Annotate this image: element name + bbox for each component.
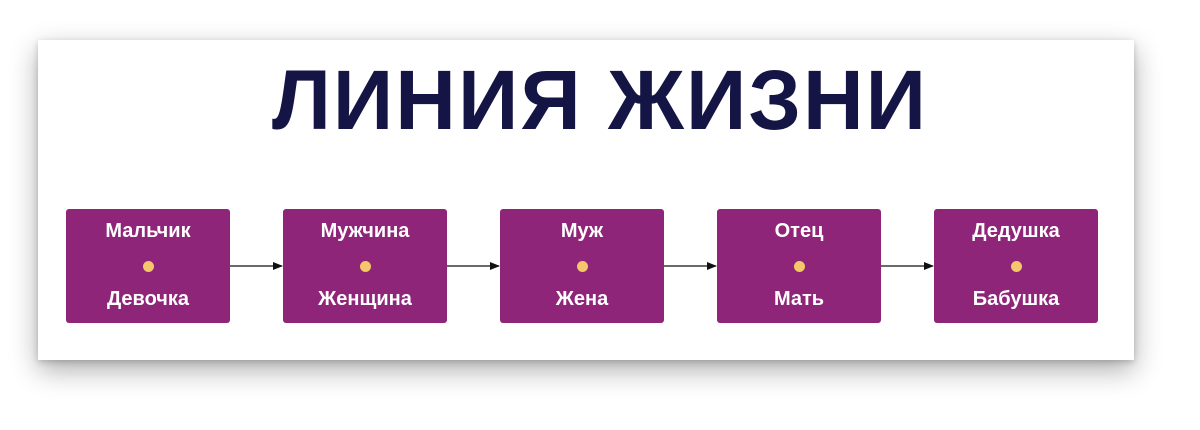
stage-box-adulthood: Мужчина Женщина xyxy=(283,209,447,323)
stage-dot xyxy=(1011,261,1022,272)
stage-dot xyxy=(360,261,371,272)
stage-male-label: Мальчик xyxy=(105,220,191,242)
stage-box-childhood: Мальчик Девочка xyxy=(66,209,230,323)
stage-box-parenthood: Отец Мать xyxy=(717,209,881,323)
stage-dot xyxy=(794,261,805,272)
stage-female-label: Бабушка xyxy=(972,288,1060,310)
stage-dot xyxy=(143,261,154,272)
stage-female-label: Женщина xyxy=(318,288,412,310)
page-title: ЛИНИЯ ЖИЗНИ xyxy=(271,53,929,147)
stage-male-label: Муж xyxy=(560,220,604,242)
stage-female-label: Жена xyxy=(555,288,609,310)
stage-female-label: Девочка xyxy=(106,288,190,310)
stage-box-grandparenthood: Дедушка Бабушка xyxy=(934,209,1098,323)
stage-male-label: Дедушка xyxy=(972,220,1060,242)
stage-female-label: Мать xyxy=(773,288,825,310)
stage-dot xyxy=(577,261,588,272)
stage-male-label: Мужчина xyxy=(320,220,410,242)
stage-male-label: Отец xyxy=(774,220,824,242)
stage-box-marriage: Муж Жена xyxy=(500,209,664,323)
